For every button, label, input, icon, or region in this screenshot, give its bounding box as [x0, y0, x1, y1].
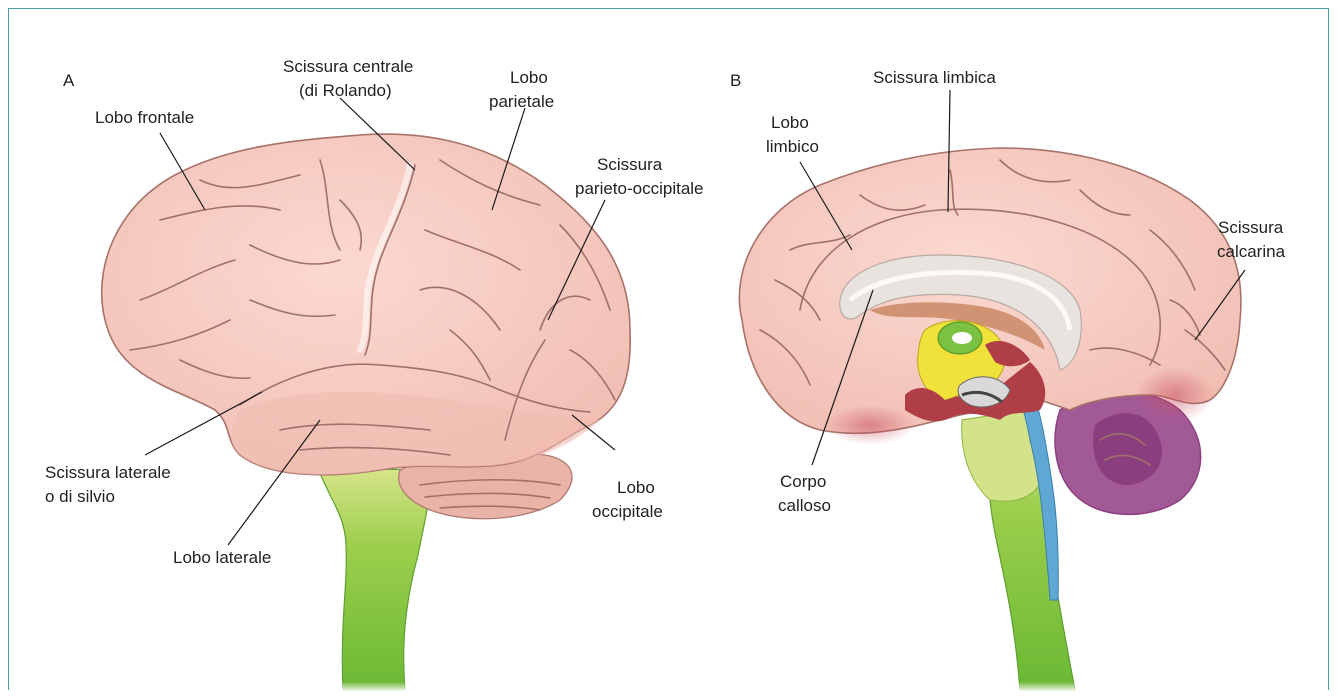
- panel-b: [739, 148, 1241, 692]
- label-lobo-occipitale-line1: Lobo: [617, 478, 655, 497]
- label-lobo-limbico-line2: limbico: [766, 137, 819, 156]
- label-lobo-limbico-line1: Lobo: [771, 113, 809, 132]
- label-corpo-calloso-line1: Corpo: [780, 472, 826, 491]
- label-scissura-centrale-line1: Scissura centrale: [283, 57, 413, 76]
- panel-a: [102, 134, 631, 692]
- label-scissura-limbica: Scissura limbica: [873, 68, 996, 87]
- label-scissura-po-line1: Scissura: [597, 155, 663, 174]
- label-scissura-calcarina-line1: Scissura: [1218, 218, 1284, 237]
- label-lobo-laterale: Lobo laterale: [173, 548, 271, 567]
- label-lobo-occipitale-line2: occipitale: [592, 502, 663, 521]
- label-scissura-po-line2: parieto-occipitale: [575, 179, 704, 198]
- label-scissura-laterale-line1: Scissura laterale: [45, 463, 171, 482]
- label-corpo-calloso-line2: calloso: [778, 496, 831, 515]
- label-scissura-centrale-line2: (di Rolando): [299, 81, 392, 100]
- label-scissura-calcarina-line2: calcarina: [1217, 242, 1286, 261]
- label-lobo-parietale-line1: Lobo: [510, 68, 548, 87]
- panel-a-letter: A: [63, 71, 75, 90]
- label-lobo-frontale: Lobo frontale: [95, 108, 194, 127]
- label-scissura-laterale-line2: o di silvio: [45, 487, 115, 506]
- label-lobo-parietale-line2: parietale: [489, 92, 554, 111]
- panel-b-letter: B: [730, 71, 741, 90]
